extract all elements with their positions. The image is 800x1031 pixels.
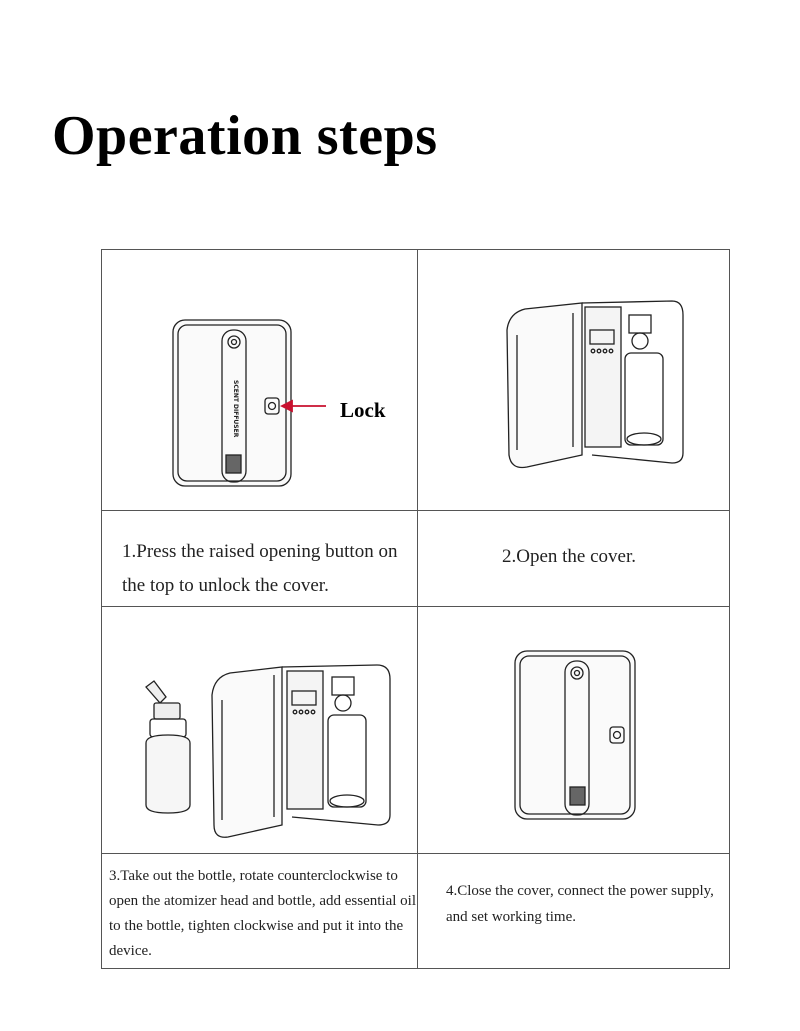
lock-arrow <box>279 399 326 413</box>
table-divider-3 <box>102 853 729 854</box>
step1-caption: 1.Press the raised opening button on the… <box>122 541 398 596</box>
table-divider-2 <box>102 606 729 607</box>
step2-caption: 2.Open the cover. <box>502 546 637 567</box>
step4-closed-device-illustration <box>514 650 636 820</box>
step3-bottle-refill-illustration <box>145 664 391 838</box>
step3-caption: 3.Take out the bottle, rotate counterclo… <box>109 868 416 959</box>
page-title: Operation steps <box>52 105 438 167</box>
step2-open-device-illustration <box>506 300 684 469</box>
step4-caption: 4.Close the cover, connect the power sup… <box>446 883 714 925</box>
steps-table: SCENT DIFFUSER Lock <box>101 249 730 969</box>
lock-label: Lock <box>340 398 386 422</box>
device-label: SCENT DIFFUSER <box>232 380 239 438</box>
table-divider-1 <box>102 510 729 511</box>
step1-closed-device-illustration: SCENT DIFFUSER <box>172 319 326 487</box>
table-divider-vertical <box>417 250 418 968</box>
